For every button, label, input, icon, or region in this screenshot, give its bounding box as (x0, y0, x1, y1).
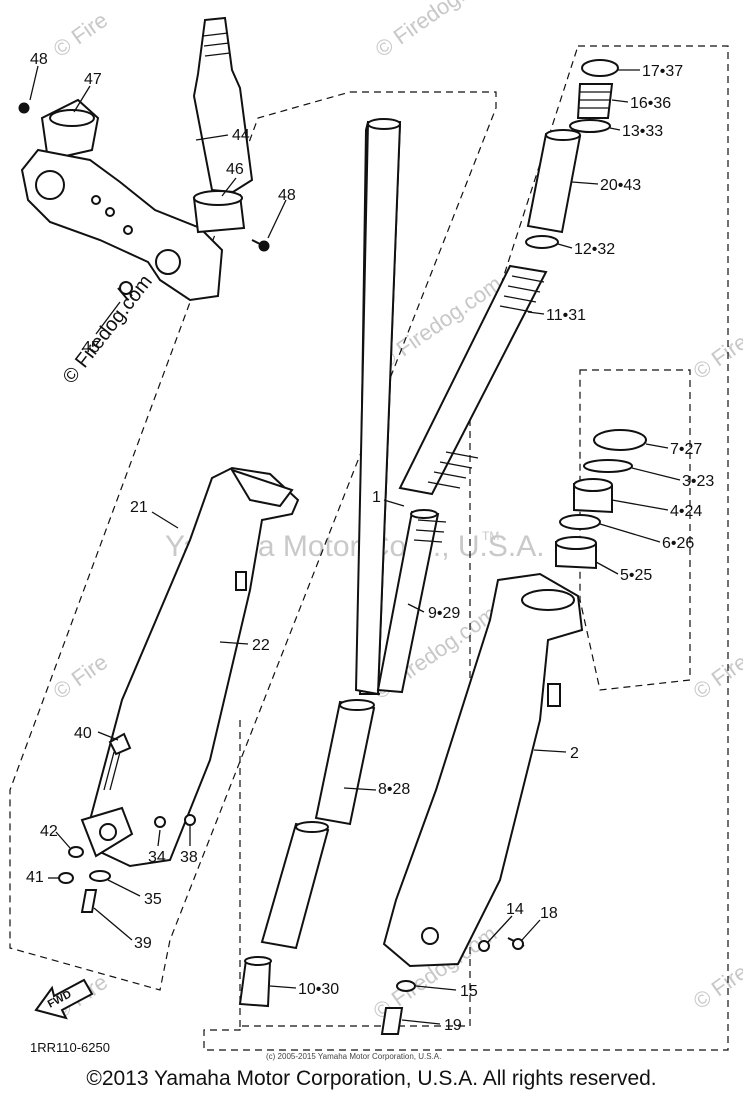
small-copyright: (c) 2005-2015 Yamaha Motor Corporation, … (266, 1052, 441, 1061)
callout-21: 21 (130, 499, 148, 516)
oil-lock-piece (238, 958, 272, 1008)
washer-15 (396, 980, 416, 992)
bolt-19 (380, 1007, 404, 1035)
callout-38: 38 (180, 849, 198, 866)
fwd-arrow: FWD (34, 978, 94, 1020)
slide-metal (314, 700, 376, 826)
damper-lower (260, 822, 330, 950)
watermark-tile: © Fire (49, 7, 113, 62)
callout-4: 4•24 (670, 503, 702, 520)
callout-22: 22 (252, 637, 270, 654)
callout-11: 11•31 (546, 307, 586, 324)
bolt-40 (108, 732, 132, 756)
callout-48: 48 (30, 51, 48, 68)
washer-6 (559, 514, 601, 530)
watermark-tile: © Firedog.com (371, 0, 504, 62)
seat-12 (525, 235, 559, 249)
callout-48: 48 (278, 187, 296, 204)
washer-35 (89, 870, 111, 882)
callout-17: 17•37 (642, 63, 683, 80)
callout-labels: 48 47 44 46 48 45 21 22 40 42 34 38 41 3… (26, 51, 714, 1034)
washer-14 (478, 940, 490, 952)
washer-42 (68, 846, 84, 858)
callout-45: 45 (82, 339, 100, 356)
cap-bolt-16 (576, 83, 614, 119)
steering-stem-assembly (18, 16, 270, 302)
callout-1: 1 (372, 489, 381, 506)
callout-3: 3•23 (682, 473, 714, 490)
bolt-38 (184, 814, 196, 826)
clip-3 (583, 459, 633, 473)
callout-16: 16•36 (630, 95, 671, 112)
watermark-firedog-dark: © Firedog.com (59, 271, 157, 388)
callout-13: 13•33 (622, 123, 663, 140)
callout-12: 12•32 (574, 241, 615, 258)
inner-tube-column (238, 118, 447, 1008)
callout-9: 9•29 (428, 605, 460, 622)
footer-copyright: ©2013 Yamaha Motor Corporation, U.S.A. A… (86, 1067, 657, 1090)
o-ring-13 (569, 119, 611, 133)
callout-14: 14 (506, 901, 524, 918)
bolt-39 (80, 889, 98, 913)
fork-spring-stack (398, 59, 619, 496)
fork-spring (398, 264, 548, 496)
callout-47: 47 (84, 71, 102, 88)
watermark-tile: © Fire (689, 649, 743, 704)
leader-lines (29, 65, 681, 1025)
watermark-tm: TM (482, 529, 499, 543)
callout-44: 44 (232, 127, 250, 144)
callout-35: 35 (144, 891, 162, 908)
washer-34 (154, 816, 166, 828)
watermark-tile: © Fire (689, 329, 743, 384)
nut-41 (58, 872, 74, 884)
callout-18: 18 (540, 905, 558, 922)
handlebar-holder (40, 98, 100, 162)
steering-stem (192, 16, 254, 194)
seal-stack (555, 429, 647, 570)
callout-7: 7•27 (670, 441, 702, 458)
watermark-tile: © Fire (689, 959, 743, 1014)
callout-20: 20•43 (600, 177, 641, 194)
callout-42: 42 (40, 823, 58, 840)
callout-5: 5•25 (620, 567, 652, 584)
callout-19: 19 (444, 1017, 462, 1034)
callout-8: 8•28 (378, 781, 410, 798)
callout-40: 40 (74, 725, 92, 742)
watermark-tile: © Fire (49, 649, 113, 704)
dust-seal-7 (593, 429, 647, 451)
cap-17 (581, 59, 619, 77)
diagram-code: 1RR110-6250 (30, 1040, 110, 1055)
callout-39: 39 (134, 935, 152, 952)
spacer-20 (526, 132, 582, 234)
callout-10: 10•30 (298, 981, 339, 998)
callout-34: 34 (148, 849, 166, 866)
callout-41: 41 (26, 869, 44, 886)
callout-6: 6•26 (662, 535, 694, 552)
callout-46: 46 (226, 161, 244, 178)
bolt-48a (18, 102, 30, 114)
callout-2: 2 (570, 745, 579, 762)
callout-15: 15 (460, 983, 478, 1000)
left-outer-tube (58, 466, 300, 913)
right-outer-tube (380, 572, 584, 1035)
